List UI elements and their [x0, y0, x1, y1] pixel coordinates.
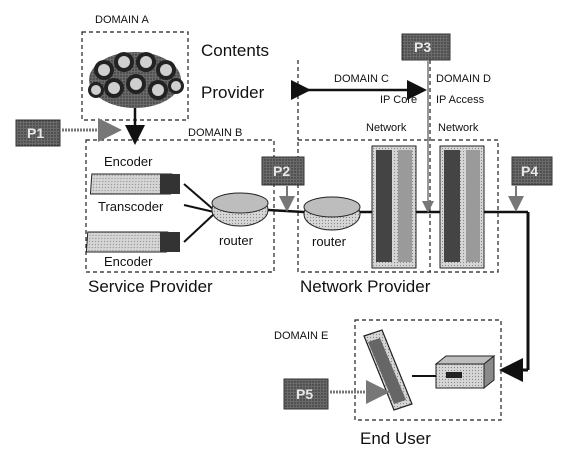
encoder-top-label: Encoder — [104, 154, 153, 169]
p5-tag: P5 — [283, 378, 329, 410]
domain-c-label: DOMAIN C — [334, 73, 389, 85]
p3-label: P3 — [414, 39, 431, 55]
network-right-label: Network — [438, 122, 479, 134]
transcoder-link — [183, 204, 215, 213]
domain-cd-box — [297, 139, 499, 273]
contents-provider-label: Provider — [201, 83, 265, 102]
p1-label: P1 — [27, 125, 44, 141]
transcoder-label: Transcoder — [98, 199, 164, 214]
domain-b-label: DOMAIN B — [188, 127, 242, 139]
router-icon — [211, 192, 269, 227]
contents-cloud-icon — [88, 52, 184, 108]
router-right-label: router — [312, 234, 347, 249]
network-rack-icon — [371, 145, 485, 269]
p5-label: P5 — [296, 386, 313, 402]
end-user-label: End User — [360, 429, 431, 448]
domain-c-sublabel: IP Core — [380, 94, 417, 106]
domain-d-sublabel: IP Access — [436, 94, 485, 106]
network-provider-label: Network Provider — [300, 277, 431, 296]
p3-tag: P3 — [401, 33, 451, 61]
encoder-bottom-label: Encoder — [104, 254, 153, 269]
encoder-link — [183, 183, 215, 211]
display-icon — [363, 329, 413, 411]
settop-box-icon — [434, 354, 496, 390]
encoder-link — [183, 213, 215, 243]
router-left-label: router — [219, 233, 254, 248]
domain-e-label: DOMAIN E — [274, 330, 328, 342]
domain-b-box — [85, 139, 275, 273]
p4-tag: P4 — [511, 156, 553, 186]
p2-label: P2 — [273, 163, 290, 179]
p2-tag: P2 — [261, 156, 305, 186]
contents-label: Contents — [201, 41, 269, 60]
domain-a-label: DOMAIN A — [95, 14, 149, 26]
encoder-server-icon — [85, 173, 180, 253]
p4-label: P4 — [521, 163, 538, 179]
network-left-label: Network — [366, 122, 407, 134]
service-provider-label: Service Provider — [88, 277, 213, 296]
router-icon — [303, 196, 361, 231]
domain-d-label: DOMAIN D — [436, 73, 491, 85]
p1-tag: P1 — [15, 119, 61, 147]
